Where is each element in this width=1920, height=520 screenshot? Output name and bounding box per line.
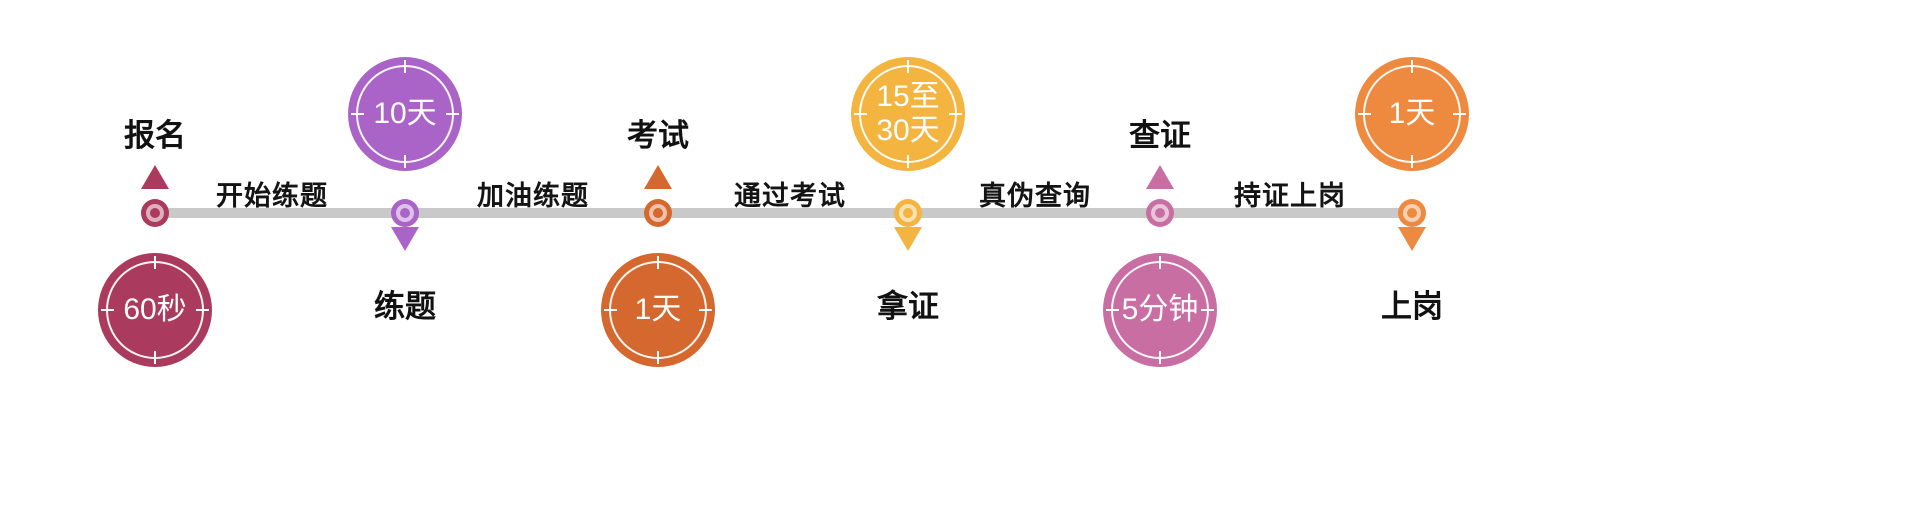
duration-badge: 5分钟 — [1103, 253, 1217, 367]
duration-text: 1天 — [634, 293, 682, 327]
timeline-line — [152, 208, 1414, 218]
duration-text: 60秒 — [123, 293, 187, 327]
clock-tick — [1453, 113, 1466, 115]
arrow-up-icon — [141, 165, 169, 189]
clock-tick — [699, 309, 712, 311]
clock-tick — [907, 60, 909, 73]
segment-label-start-practice: 开始练题 — [216, 181, 328, 211]
clock-tick — [907, 155, 909, 168]
clock-tick — [949, 113, 962, 115]
clock-tick — [154, 256, 156, 269]
clock-tick — [604, 309, 617, 311]
timeline-dot — [141, 199, 169, 227]
segment-label-work-with-cert: 持证上岗 — [1234, 181, 1346, 211]
duration-text: 15至 30天 — [876, 80, 940, 147]
clock-icon — [101, 256, 209, 364]
clock-tick — [404, 155, 406, 168]
clock-tick — [404, 60, 406, 73]
timeline-dot — [894, 199, 922, 227]
arrow-up-icon — [1146, 165, 1174, 189]
node-title: 拿证 — [877, 289, 939, 324]
segment-label-pass-exam: 通过考试 — [734, 181, 846, 211]
node-title: 报名 — [124, 118, 186, 153]
duration-badge: 1天 — [601, 253, 715, 367]
arrow-down-icon — [894, 227, 922, 251]
clock-tick — [351, 113, 364, 115]
clock-tick — [101, 309, 114, 311]
duration-badge: 60秒 — [98, 253, 212, 367]
clock-icon — [604, 256, 712, 364]
duration-text: 1天 — [1388, 97, 1436, 131]
clock-tick — [196, 309, 209, 311]
node-title: 查证 — [1129, 118, 1191, 153]
segment-label-keep-practice: 加油练题 — [477, 181, 589, 211]
clock-tick — [1159, 256, 1161, 269]
timeline-dot — [391, 199, 419, 227]
arrow-up-icon — [644, 165, 672, 189]
timeline-dot — [1146, 199, 1174, 227]
arrow-down-icon — [1398, 227, 1426, 251]
node-title: 练题 — [374, 289, 436, 324]
clock-tick — [154, 351, 156, 364]
arrow-down-icon — [391, 227, 419, 251]
clock-tick — [657, 351, 659, 364]
clock-tick — [1201, 309, 1214, 311]
clock-tick — [1106, 309, 1119, 311]
clock-icon — [1106, 256, 1214, 364]
clock-tick — [1411, 60, 1413, 73]
timeline-dot — [644, 199, 672, 227]
clock-icon — [1358, 60, 1466, 168]
clock-tick — [657, 256, 659, 269]
duration-badge: 1天 — [1355, 57, 1469, 171]
duration-text: 10天 — [373, 97, 437, 131]
clock-tick — [446, 113, 459, 115]
clock-tick — [1358, 113, 1371, 115]
segment-label-verify-query: 真伪查询 — [979, 181, 1091, 211]
clock-icon — [351, 60, 459, 168]
node-title: 上岗 — [1381, 289, 1443, 324]
clock-tick — [854, 113, 867, 115]
duration-badge: 15至 30天 — [851, 57, 965, 171]
duration-badge: 10天 — [348, 57, 462, 171]
clock-tick — [1411, 155, 1413, 168]
clock-icon — [854, 60, 962, 168]
node-title: 考试 — [627, 118, 689, 153]
timeline-dot — [1398, 199, 1426, 227]
duration-text: 5分钟 — [1121, 293, 1199, 327]
clock-tick — [1159, 351, 1161, 364]
